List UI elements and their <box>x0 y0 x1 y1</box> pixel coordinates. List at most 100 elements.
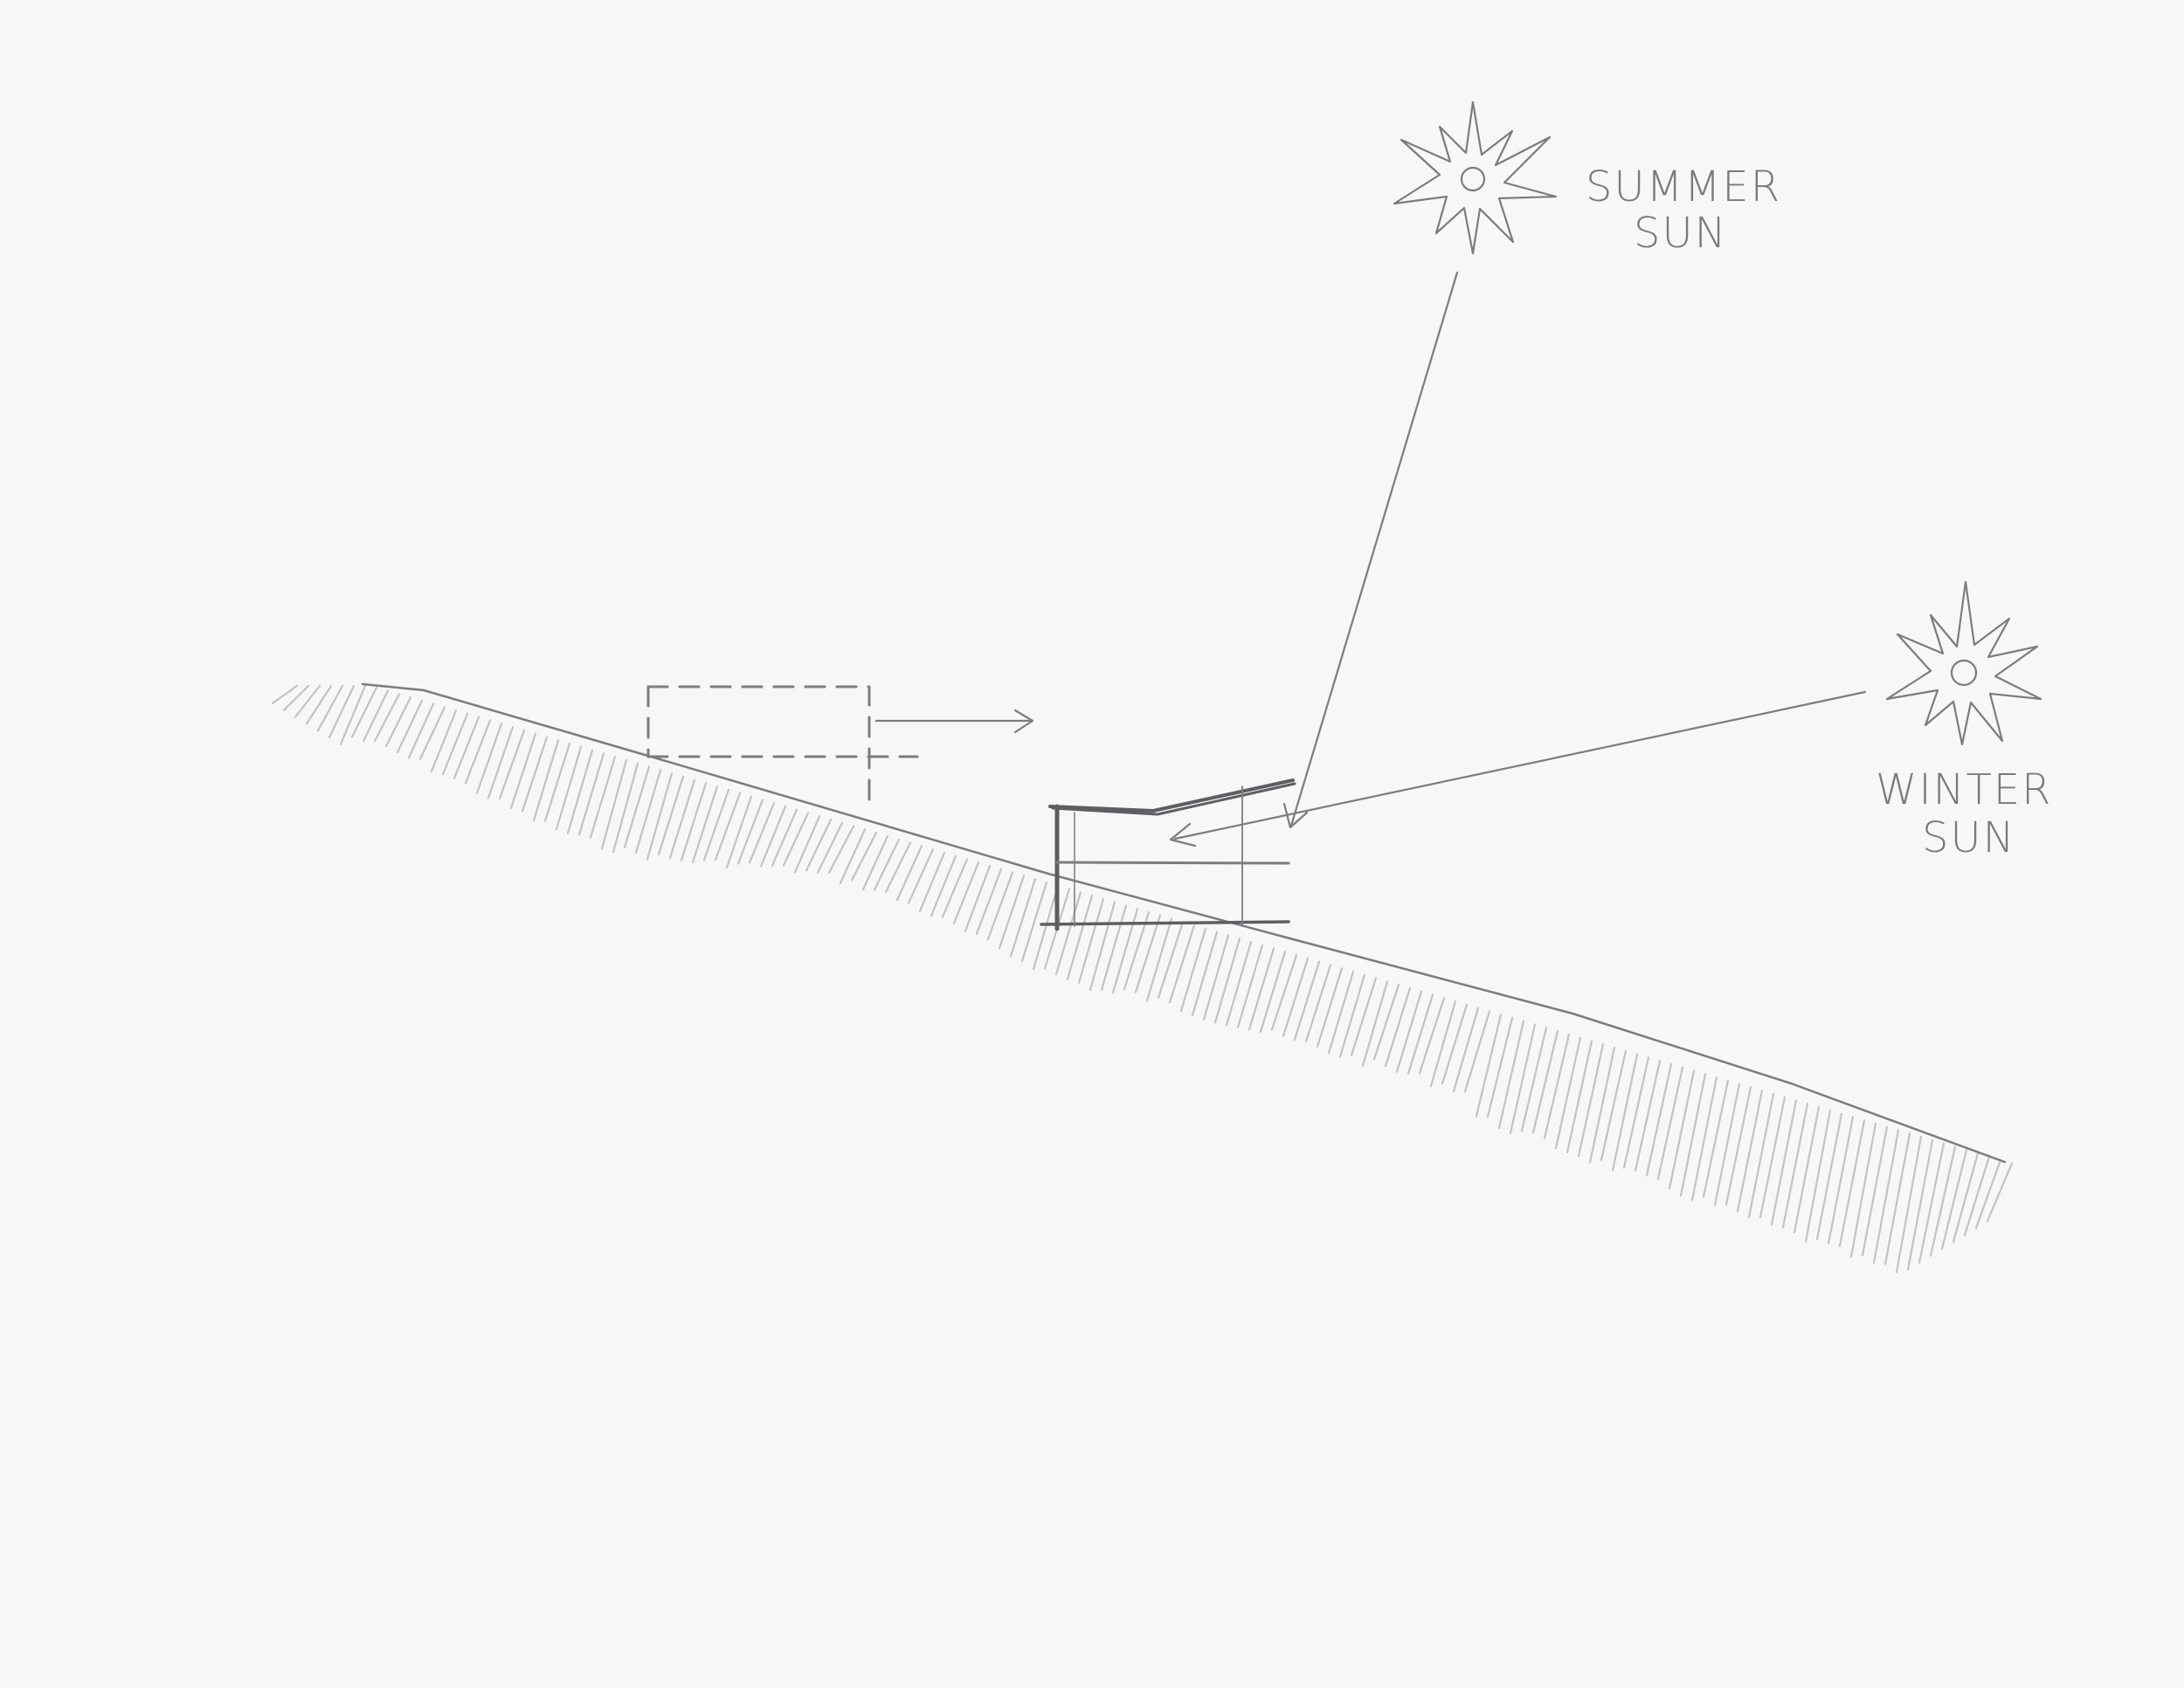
hatch-stroke <box>1157 921 1185 999</box>
hatch-stroke <box>1759 1096 1787 1219</box>
hatch-stroke <box>1032 884 1060 971</box>
hatch-stroke <box>1895 1136 1923 1274</box>
hatch-stroke <box>1463 1010 1491 1093</box>
hatch-stroke <box>1565 1040 1593 1153</box>
hatch-stroke <box>907 847 935 904</box>
hatch-stroke <box>1282 957 1310 1037</box>
hatch-stroke <box>952 861 980 924</box>
hatch-stroke <box>805 818 833 872</box>
house-section <box>1040 778 1296 931</box>
hatch-stroke <box>339 684 367 745</box>
hatch-stroke <box>1577 1043 1605 1158</box>
relocation-arrow <box>874 709 1034 734</box>
hatch-stroke <box>1054 891 1082 976</box>
hatch-stroke <box>918 851 946 913</box>
ground-line <box>361 682 2007 1164</box>
hatch-stroke <box>1089 901 1116 992</box>
hatch-stroke <box>543 742 571 822</box>
hatch-stroke <box>1690 1076 1718 1201</box>
hatch-stroke <box>1316 967 1344 1048</box>
hatch-stroke <box>1248 947 1275 1031</box>
hatch-stroke <box>1327 970 1355 1055</box>
hatch-stroke <box>532 739 560 822</box>
hatch-stroke <box>1622 1056 1650 1169</box>
hatch-stroke <box>657 775 685 855</box>
hatch-stroke <box>861 834 889 891</box>
hatch-stroke <box>1236 944 1264 1028</box>
hatch-stroke <box>1747 1092 1775 1219</box>
hatch-stroke <box>827 825 855 875</box>
hatch-stroke <box>1815 1112 1843 1241</box>
hatch-stroke <box>736 799 764 865</box>
hatch-stroke <box>1406 993 1434 1075</box>
hatch-stroke <box>1361 980 1389 1067</box>
summer-sun-label: SUMMER SUN <box>1586 163 1780 258</box>
hatch-stroke <box>1724 1086 1752 1206</box>
hatch-stroke <box>986 871 1014 941</box>
hatch-stroke <box>1066 894 1094 980</box>
hatch-stroke <box>1213 937 1241 1024</box>
hatch-stroke <box>1009 878 1037 958</box>
hatch-stroke <box>555 745 583 831</box>
hatch-stroke <box>294 684 321 718</box>
hatch-stroke <box>1918 1142 1946 1264</box>
hatch-stroke <box>725 795 753 869</box>
hatch-stroke <box>453 716 480 779</box>
hatch-stroke <box>975 868 1003 935</box>
hatch-stroke <box>487 726 515 799</box>
sun-icon <box>1885 580 2042 746</box>
summer-sun-ray <box>1282 271 1459 829</box>
hatch-stroke <box>1497 1020 1525 1130</box>
hatch-stroke <box>589 756 617 839</box>
hatch-stroke <box>793 815 821 874</box>
hatch-stroke <box>1077 897 1105 984</box>
hatch-stroke <box>1225 940 1253 1027</box>
hatch-stroke <box>1100 904 1128 991</box>
hatch-stroke <box>1168 924 1196 1004</box>
hatch-stroke <box>509 732 537 809</box>
hatch-stroke <box>1429 1000 1457 1088</box>
hatch-stroke <box>316 684 344 732</box>
hatch-stroke <box>1350 977 1378 1056</box>
ground-hatching <box>271 684 2014 1274</box>
sun-icon <box>1393 100 1558 255</box>
hatch-stroke <box>714 792 742 861</box>
hatch-stroke <box>930 854 957 917</box>
hatch-stroke <box>1441 1003 1469 1085</box>
hatch-stroke <box>1304 964 1332 1043</box>
hatch-stroke <box>1736 1090 1764 1213</box>
hatch-stroke <box>646 771 674 861</box>
dashed-building-outline <box>646 685 919 810</box>
hatch-stroke <box>1770 1099 1798 1226</box>
hatch-stroke <box>430 709 458 772</box>
hatch-stroke <box>612 762 639 854</box>
hatch-stroke <box>839 828 867 884</box>
hatch-stroke <box>521 736 549 813</box>
hatch-stroke <box>623 765 651 848</box>
hatch-stroke <box>1974 1159 2002 1229</box>
hatch-stroke <box>895 845 923 902</box>
hatch-stroke <box>1645 1062 1673 1177</box>
hatch-stroke <box>350 686 378 738</box>
hatch-stroke <box>362 689 390 743</box>
hatch-stroke <box>1940 1149 1968 1250</box>
hatch-stroke <box>1191 930 1219 1017</box>
hatch-stroke <box>1986 1162 2014 1222</box>
hatch-stroke <box>1781 1103 1809 1228</box>
hatch-stroke <box>577 752 605 836</box>
winter-sun-label-line1: WINTER <box>1876 765 2053 814</box>
hatch-stroke <box>1259 951 1287 1034</box>
hatch-stroke <box>1179 927 1207 1013</box>
hatch-stroke <box>816 821 844 874</box>
hatch-stroke <box>884 841 912 894</box>
hatch-stroke <box>1668 1069 1696 1190</box>
hatch-stroke <box>1372 984 1400 1061</box>
hatch-stroke <box>1452 1007 1480 1093</box>
hatch-stroke <box>941 858 969 918</box>
hatch-stroke <box>1384 986 1412 1068</box>
hatch-stroke <box>1611 1053 1639 1172</box>
hatch-stroke <box>373 693 401 743</box>
hatch-stroke <box>1952 1152 1980 1243</box>
hatch-stroke <box>1804 1109 1832 1243</box>
